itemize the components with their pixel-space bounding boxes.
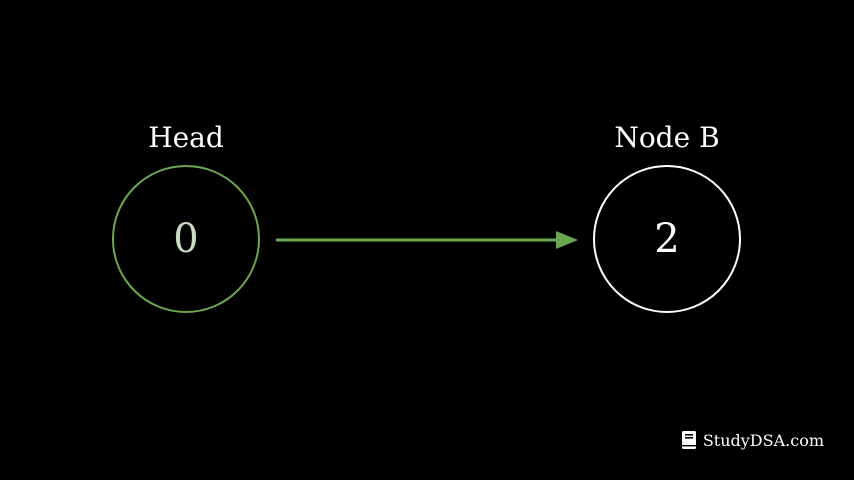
- book-icon: [681, 431, 696, 449]
- head-node: 0: [112, 165, 260, 313]
- brand-text: StudyDSA.com: [702, 430, 824, 450]
- node-b: 2: [593, 165, 741, 313]
- node-b-value: 2: [654, 216, 680, 262]
- node-b-label: Node B: [614, 121, 720, 154]
- edge-arrowhead: [556, 231, 578, 249]
- head-label: Head: [148, 121, 224, 154]
- brand-watermark: StudyDSA.com: [681, 430, 824, 450]
- edge-arrow: [276, 231, 578, 249]
- head-node-value: 0: [173, 216, 199, 262]
